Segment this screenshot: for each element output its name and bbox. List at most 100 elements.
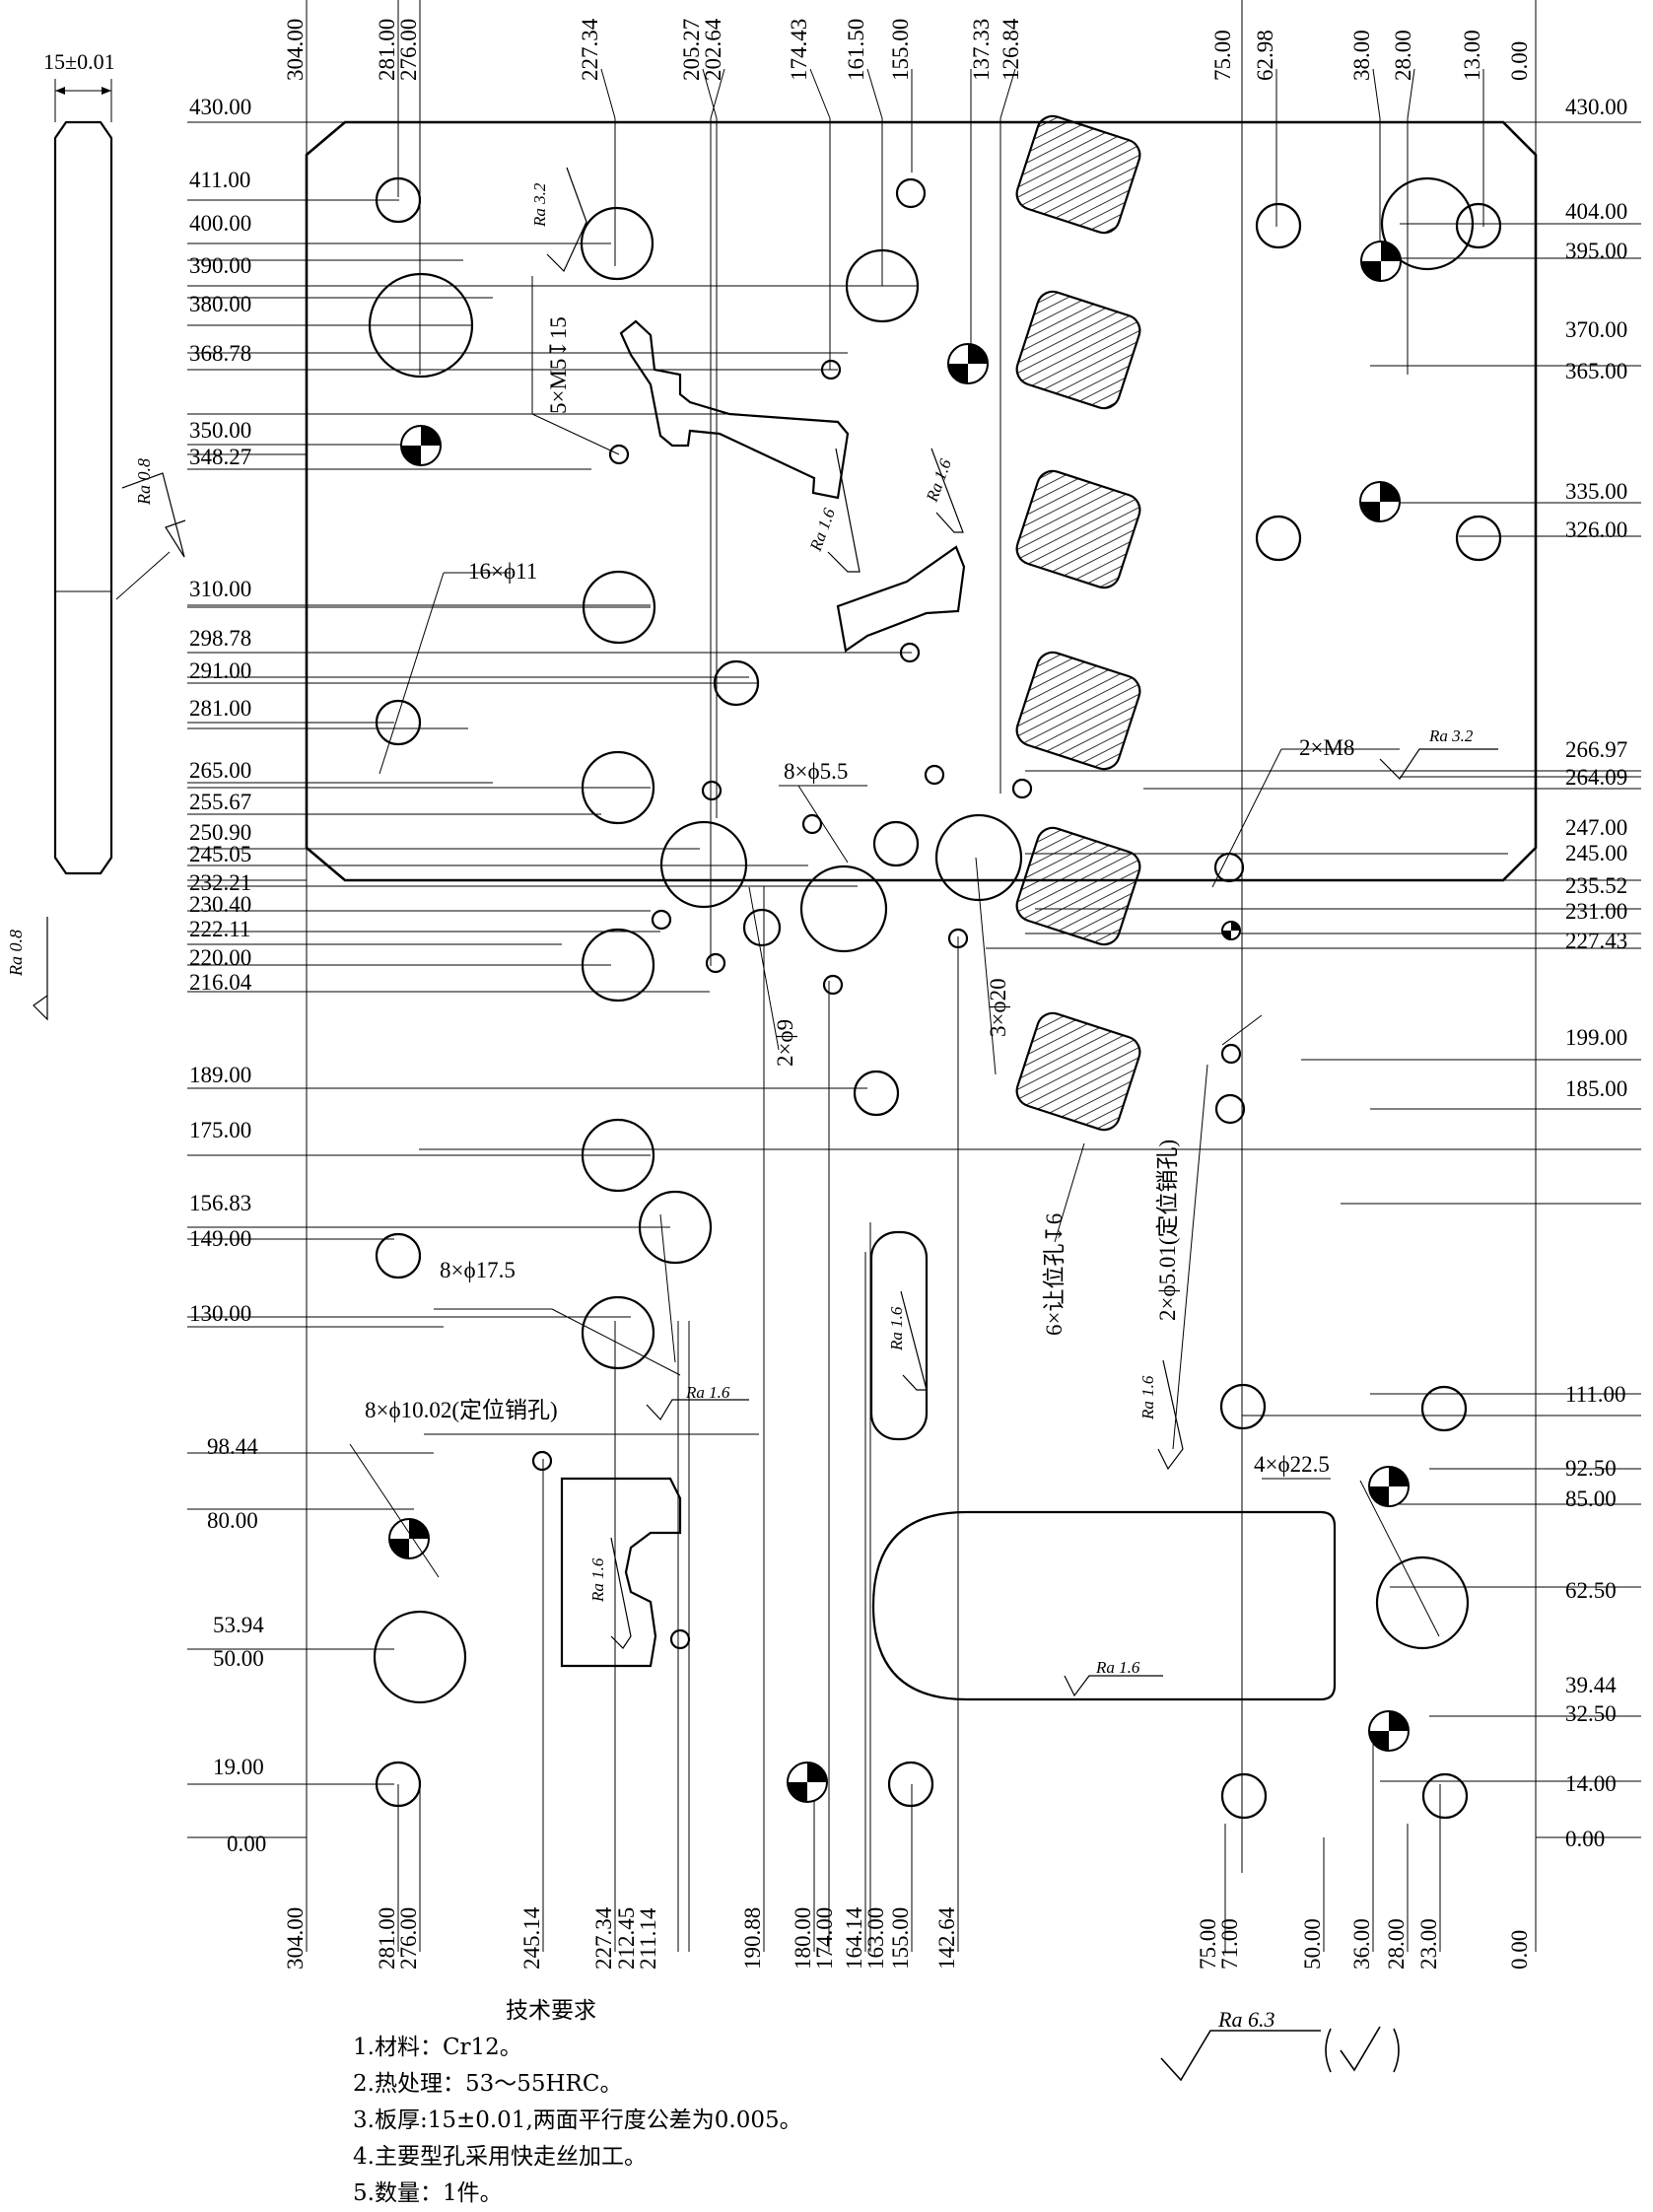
pin-mark — [1360, 241, 1402, 282]
dim-bottom: 50.00 — [1300, 1918, 1325, 1970]
hole — [934, 813, 1023, 902]
hole — [1220, 1772, 1268, 1820]
dim-left: 0.00 — [227, 1832, 266, 1856]
note-item: 1.材料：Cr12。 — [353, 2035, 522, 2060]
dim-right: 264.09 — [1565, 765, 1627, 790]
dim-bottom: 211.14 — [636, 1907, 660, 1970]
hole — [1455, 202, 1502, 249]
dim-bottom: 190.88 — [740, 1907, 765, 1970]
pin-mark — [1221, 921, 1241, 940]
hole — [1420, 1385, 1468, 1432]
note-item: 2.热处理：53～55HRC。 — [353, 2071, 623, 2097]
hole — [581, 1118, 655, 1193]
die-profile-left — [560, 1477, 682, 1668]
callout-phi20: 3×ϕ20 — [986, 978, 1010, 1037]
pin-mark — [400, 425, 442, 466]
hole — [799, 864, 888, 953]
top-dimensions: 304.00 281.00 276.00 227.34 205.27 202.6… — [283, 18, 1532, 81]
relief-pocket — [1015, 651, 1141, 771]
dim-left: 265.00 — [189, 758, 251, 783]
dim-right: 266.97 — [1565, 737, 1627, 762]
hole — [608, 444, 630, 465]
roughness-label: Ra 1.6 — [887, 1306, 906, 1351]
callout-m8: 2×M8 — [1299, 735, 1354, 760]
dim-bottom: 174.00 — [812, 1907, 837, 1970]
dim-right: 111.00 — [1565, 1382, 1626, 1407]
dim-top: 227.34 — [578, 18, 602, 81]
hole — [872, 820, 920, 867]
dim-left: 149.00 — [189, 1226, 251, 1251]
dim-left: 245.05 — [189, 842, 251, 866]
dim-bottom: 304.00 — [283, 1907, 308, 1970]
pin-mark — [388, 1518, 430, 1559]
relief-pocket — [1015, 114, 1141, 235]
dim-left: 50.00 — [213, 1646, 264, 1671]
hole — [651, 909, 672, 931]
hole — [1220, 1043, 1242, 1065]
dim-left: 189.00 — [189, 1063, 251, 1087]
dim-bottom: 212.45 — [614, 1907, 639, 1970]
relief-pocket — [1015, 1011, 1141, 1132]
left-dimensions: 430.00 411.00 400.00 390.00 380.00 368.7… — [189, 95, 266, 1856]
dim-left: 222.11 — [189, 917, 250, 941]
dim-top: 137.33 — [969, 19, 994, 81]
dim-left: 348.27 — [189, 445, 251, 469]
hole — [895, 177, 927, 209]
dim-right: 326.00 — [1565, 518, 1627, 542]
hole — [368, 272, 474, 379]
dim-right: 335.00 — [1565, 479, 1627, 504]
dim-left: 230.40 — [189, 892, 251, 917]
dim-bottom: 36.00 — [1349, 1918, 1374, 1970]
dim-right: 39.44 — [1565, 1673, 1617, 1697]
plate — [305, 120, 1538, 882]
hole — [1219, 1383, 1267, 1430]
holes — [368, 176, 1502, 1820]
roughness-label: Ra 1.6 — [806, 506, 840, 555]
relief-pocket — [1015, 826, 1141, 946]
dim-bottom: 163.00 — [863, 1907, 888, 1970]
hole — [1213, 852, 1245, 883]
pin-marks — [388, 241, 1410, 1803]
dim-left: 291.00 — [189, 658, 251, 683]
hole — [701, 780, 723, 801]
hole — [1375, 1555, 1470, 1650]
right-dimensions: 430.00 404.00 395.00 370.00 365.00 335.0… — [1565, 95, 1627, 1851]
note-item: 5.数量：1件。 — [353, 2180, 503, 2206]
dim-top: 0.00 — [1507, 41, 1532, 81]
hole — [820, 359, 842, 380]
dim-right: 199.00 — [1565, 1025, 1627, 1050]
hole — [924, 764, 945, 786]
dim-left: 232.21 — [189, 870, 251, 895]
dim-left: 250.90 — [189, 820, 251, 845]
hole — [853, 1070, 900, 1117]
dim-right: 370.00 — [1565, 317, 1627, 342]
relief-pocket — [1015, 290, 1141, 410]
hole — [659, 820, 748, 909]
side-view-outline — [53, 120, 113, 875]
dim-right: 227.43 — [1565, 929, 1627, 953]
hole — [581, 1295, 655, 1370]
dim-right: 85.00 — [1565, 1486, 1617, 1511]
note-item: 4.主要型孔采用快走丝加工。 — [353, 2144, 647, 2170]
callout-phi175: 8×ϕ17.5 — [440, 1258, 516, 1282]
hole — [887, 1761, 934, 1808]
dim-left: 400.00 — [189, 211, 251, 236]
hole — [899, 642, 921, 663]
dim-top: 155.00 — [888, 19, 913, 81]
dim-left: 130.00 — [189, 1301, 251, 1326]
dim-top: 126.84 — [999, 18, 1023, 81]
dim-left: 411.00 — [189, 168, 250, 192]
callout-m5: 5×M5↧15 — [546, 316, 571, 414]
dim-bottom: 281.00 — [375, 1907, 399, 1970]
dim-right: 404.00 — [1565, 199, 1627, 224]
dim-right: 0.00 — [1565, 1827, 1605, 1851]
dim-top: 202.64 — [701, 18, 725, 81]
profile-cutouts — [560, 319, 1337, 1701]
dim-left: 53.94 — [213, 1613, 264, 1637]
roughness-symbols: Ra 3.2 Ra 3.2 Ra 1.6 Ra 1.6 Ra 1.6 Ra 1.… — [530, 167, 1498, 2082]
dim-top: 174.43 — [787, 19, 811, 81]
dim-right: 247.00 — [1565, 815, 1627, 840]
dim-bottom: 75.00 — [1196, 1918, 1220, 1970]
bottom-dimensions: 304.00 281.00 276.00 245.14 227.34 212.4… — [283, 1906, 1532, 1970]
callout-relief: 6×让位孔↧6 — [1042, 1213, 1067, 1336]
